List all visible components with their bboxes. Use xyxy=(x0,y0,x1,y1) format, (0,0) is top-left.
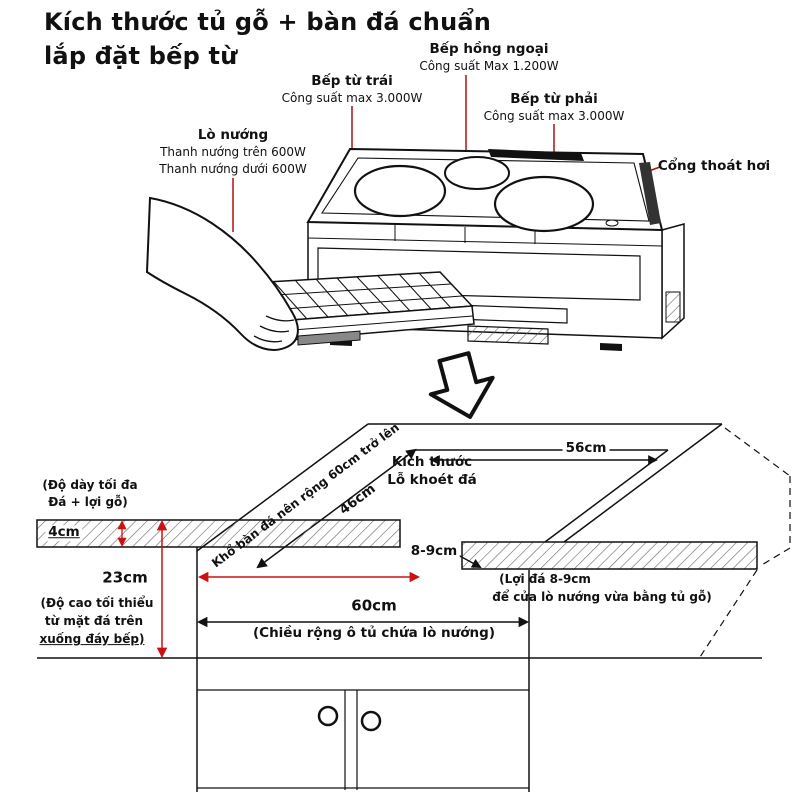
height-note-line1: (Độ cao tối thiểu xyxy=(40,596,154,611)
drawer-handle xyxy=(297,330,361,346)
down-arrow xyxy=(428,351,495,419)
callout-oven-bottom-power: Thanh nướng dưới 600W xyxy=(159,162,307,177)
stone-section-left xyxy=(36,519,401,548)
callout-right-zone-name: Bếp từ phải xyxy=(510,91,598,108)
left-induction-burner xyxy=(353,164,447,218)
cabinet-knob-left xyxy=(317,705,339,727)
hand-illustration xyxy=(145,196,299,351)
cabinet-width-label: 60cm xyxy=(348,597,400,615)
steam-vent-bar xyxy=(488,149,584,161)
stone-section-right xyxy=(461,541,758,570)
callout-vent-name: Cổng thoát hơi xyxy=(657,158,771,175)
callout-right-zone-power: Công suất max 3.000W xyxy=(483,109,625,124)
callout-infrared-power: Công suất Max 1.200W xyxy=(419,59,559,74)
callout-left-zone-name: Bếp từ trái xyxy=(311,73,393,90)
cabinet-width-note: (Chiều rộng ô tủ chứa lò nướng) xyxy=(249,626,499,642)
cabinet-knob-right xyxy=(360,710,382,732)
thickness-note-line2: Đá + lợi gỗ) xyxy=(48,495,128,510)
ledge-label: 8-9cm xyxy=(407,544,461,560)
callout-left-zone-power: Công suất max 3.000W xyxy=(281,91,423,106)
ledge-note-line2: để cửa lò nướng vừa bằng tủ gỗ) xyxy=(492,590,712,605)
min-height-label: 23cm xyxy=(99,569,151,587)
countertop-section xyxy=(36,423,791,658)
height-note-line2: từ mặt đá trên xyxy=(44,614,144,629)
page-title-line2: lắp đặt bếp từ xyxy=(44,42,238,70)
right-induction-burner xyxy=(493,175,595,233)
callout-oven-top-power: Thanh nướng trên 600W xyxy=(160,145,306,160)
cutout-caption-line2: Lỗ khoét đá xyxy=(387,472,477,489)
side-steam-vent xyxy=(639,162,661,225)
height-note-line3: xuống đáy bếp) xyxy=(39,632,145,647)
thickness-label: 4cm xyxy=(45,525,83,541)
dimension-arrows xyxy=(117,519,530,659)
ledge-note-line1: (Lợi đá 8-9cm xyxy=(499,572,591,587)
infrared-burner xyxy=(444,156,510,190)
cutout-caption-line1: Kích thước xyxy=(391,454,473,471)
front-grille xyxy=(467,325,549,345)
callout-infrared-name: Bếp hồng ngoại xyxy=(429,41,549,58)
cutout-width-label: 56cm xyxy=(562,441,610,457)
thickness-note-line1: (Độ dày tối đa xyxy=(42,478,138,493)
page-title-line1: Kích thước tủ gỗ + bàn đá chuẩn xyxy=(44,8,492,36)
callout-oven-name: Lò nướng xyxy=(197,127,269,144)
